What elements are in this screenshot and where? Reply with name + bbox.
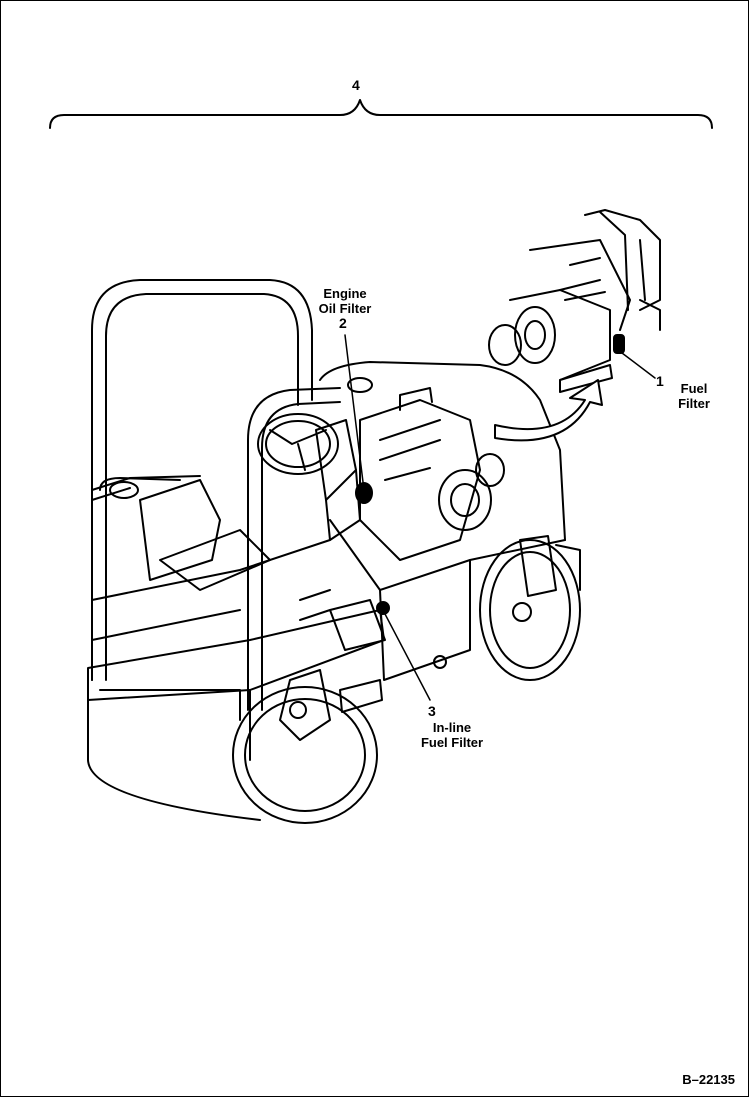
- inline-fuel-filter-label-line2: Fuel Filter: [420, 735, 484, 750]
- engine-block: [359, 387, 505, 561]
- engine-oil-filter-leader: [344, 334, 364, 483]
- engine-oil-filter-label-line1: Engine: [323, 286, 367, 301]
- rear-body: [87, 475, 385, 721]
- callout-number-2: 2: [339, 315, 347, 331]
- fuel-filter-marker: [613, 334, 625, 354]
- callout-number-4: 4: [352, 77, 360, 93]
- engine-oil-filter-label: Engine Oil Filter: [305, 286, 385, 316]
- inline-fuel-filter-label-line1: In-line: [432, 720, 472, 735]
- fuel-filter-label-line2: Filter: [678, 396, 710, 411]
- callout-number-3: 3: [428, 703, 436, 719]
- fuel-filter-label: Fuel Filter: [668, 381, 720, 411]
- fuel-filter-leader: [621, 352, 656, 379]
- inline-fuel-filter-leader: [384, 613, 431, 701]
- inline-fuel-filter-marker: [376, 601, 390, 615]
- figure-code: B–22135: [682, 1072, 735, 1087]
- operator-seat: [99, 477, 271, 591]
- callout-number-1: 1: [656, 373, 664, 389]
- engine-hood: [319, 361, 566, 681]
- detail-arrow: [494, 379, 603, 442]
- steering-wheel: [257, 413, 339, 475]
- foot-step: [329, 599, 386, 651]
- assembly-brace: [49, 99, 713, 129]
- rops-frame: [91, 279, 341, 711]
- fuel-filter-label-line1: Fuel: [680, 381, 708, 396]
- inline-fuel-filter-label: In-line Fuel Filter: [400, 720, 504, 750]
- front-drum: [479, 535, 581, 681]
- engine-detail-inset: [488, 209, 661, 393]
- engine-oil-filter-label-line2: Oil Filter: [318, 301, 372, 316]
- engine-oil-filter-marker: [355, 482, 373, 504]
- rear-drum: [87, 669, 383, 824]
